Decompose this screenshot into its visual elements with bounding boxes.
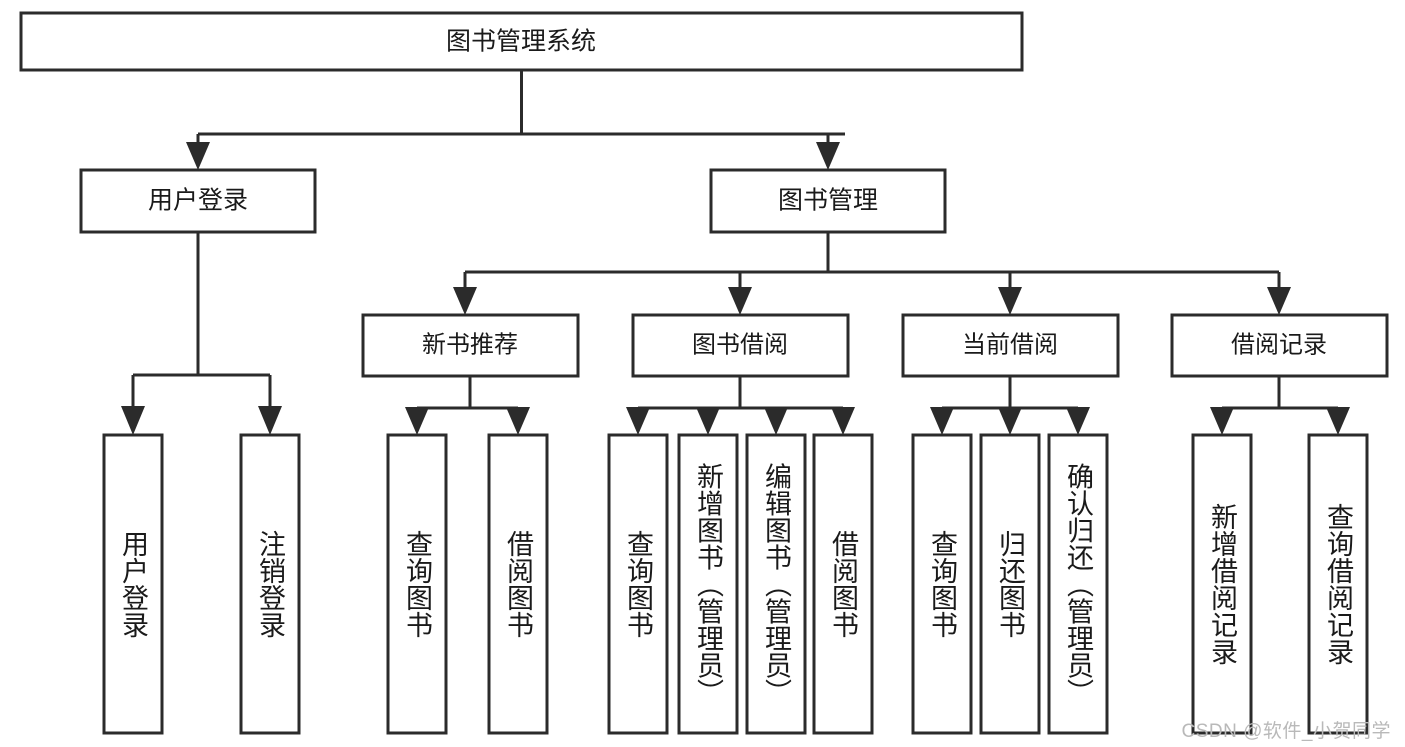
node-user-login-label: 用户登录 xyxy=(148,187,248,215)
arrowhead-book-manage xyxy=(816,142,840,170)
leaf-currentborrow-confirm-return-label: 确认归还（管理员） xyxy=(1063,462,1094,705)
leaf-node[interactable]: 查询图书 xyxy=(386,433,448,735)
leaf-bookborrow-add-book-label: 新增图书（管理员） xyxy=(693,462,724,705)
leaf-bookborrow-borrow-book-label: 借阅图书 xyxy=(828,530,859,638)
leaf-borrowrecord-add-record-label: 新增借阅记录 xyxy=(1207,503,1238,665)
connector-layer xyxy=(121,70,1350,435)
leaf-node[interactable]: 查询借阅记录 xyxy=(1307,433,1369,735)
arrowhead-bookborrow-leaf-3 xyxy=(764,407,788,435)
node-user-login[interactable]: 用户登录 xyxy=(79,168,317,234)
node-book-borrow-box[interactable] xyxy=(631,313,850,378)
leaf-node[interactable]: 归还图书 xyxy=(979,433,1041,735)
leaf-node[interactable]: 查询图书 xyxy=(911,433,973,735)
node-new-book-recommend-box[interactable] xyxy=(361,313,580,378)
leaf-currentborrow-confirm-return-box[interactable] xyxy=(1047,433,1109,735)
leaf-newbook-borrow-book-box[interactable] xyxy=(487,433,549,735)
leaf-bookborrow-edit-book-box[interactable] xyxy=(745,433,807,735)
node-borrow-record[interactable]: 借阅记录 xyxy=(1170,313,1389,378)
node-book-borrow[interactable]: 图书借阅 xyxy=(631,313,850,378)
leaf-node[interactable]: 注销登录 xyxy=(239,433,301,735)
leaf-user-login-label: 用户登录 xyxy=(118,530,149,638)
arrowhead-borrow-record xyxy=(1267,287,1291,315)
leaf-node[interactable]: 新增图书（管理员） xyxy=(677,433,739,735)
node-user-login-box[interactable] xyxy=(79,168,317,234)
leaf-currentborrow-return-book-box[interactable] xyxy=(979,433,1041,735)
arrowhead-bookborrow-leaf-4 xyxy=(831,407,855,435)
arrowhead-current-borrow xyxy=(998,287,1022,315)
leaf-node[interactable]: 确认归还（管理员） xyxy=(1047,433,1109,735)
arrowhead-newbook-leaf-1 xyxy=(405,407,429,435)
leaf-bookborrow-borrow-book-box[interactable] xyxy=(812,433,874,735)
arrowhead-bookborrow-leaf-2 xyxy=(696,407,720,435)
node-book-manage-label: 图书管理 xyxy=(778,187,878,215)
leaf-bookborrow-add-book-box[interactable] xyxy=(677,433,739,735)
leaf-bookborrow-query-book-box[interactable] xyxy=(607,433,669,735)
leaf-newbook-query-book-box[interactable] xyxy=(386,433,448,735)
arrowhead-newbook-leaf-2 xyxy=(506,407,530,435)
node-root-label: 图书管理系统 xyxy=(446,28,596,56)
leaf-borrowrecord-add-record-box[interactable] xyxy=(1191,433,1253,735)
leaf-borrowrecord-query-record-box[interactable] xyxy=(1307,433,1369,735)
node-new-book-recommend-label: 新书推荐 xyxy=(422,331,518,358)
arrowhead-borrowrecord-leaf-1 xyxy=(1210,407,1234,435)
node-new-book-recommend[interactable]: 新书推荐 xyxy=(361,313,580,378)
node-borrow-record-label: 借阅记录 xyxy=(1231,331,1327,358)
node-current-borrow-box[interactable] xyxy=(901,313,1120,378)
leaf-user-login-box[interactable] xyxy=(102,433,164,735)
node-book-manage[interactable]: 图书管理 xyxy=(709,168,947,234)
arrowhead-borrowrecord-leaf-2 xyxy=(1326,407,1350,435)
leaf-node[interactable]: 新增借阅记录 xyxy=(1191,433,1253,735)
leaf-logout-label: 注销登录 xyxy=(255,530,286,638)
leaf-currentborrow-query-book-box[interactable] xyxy=(911,433,973,735)
arrowhead-user-login xyxy=(186,142,210,170)
leaf-node[interactable]: 用户登录 xyxy=(102,433,164,735)
leaf-currentborrow-return-book-label: 归还图书 xyxy=(995,530,1026,638)
arrowhead-leaf-user-login xyxy=(121,406,145,435)
arrowhead-bookborrow-leaf-1 xyxy=(626,407,650,435)
leaf-node[interactable]: 查询图书 xyxy=(607,433,669,735)
arrowhead-currentborrow-leaf-3 xyxy=(1066,407,1090,435)
leaf-node[interactable]: 借阅图书 xyxy=(487,433,549,735)
node-root[interactable]: 图书管理系统 xyxy=(19,11,1024,72)
node-borrow-record-box[interactable] xyxy=(1170,313,1389,378)
leaf-newbook-borrow-book-label: 借阅图书 xyxy=(503,530,534,638)
node-book-borrow-label: 图书借阅 xyxy=(692,331,788,358)
leaf-bookborrow-edit-book-label: 编辑图书（管理员） xyxy=(761,462,792,705)
leaf-node[interactable]: 编辑图书（管理员） xyxy=(745,433,807,735)
node-current-borrow-label: 当前借阅 xyxy=(962,331,1058,358)
leaf-bookborrow-query-book-label: 查询图书 xyxy=(623,530,654,638)
leaf-borrowrecord-query-record-label: 查询借阅记录 xyxy=(1323,503,1354,665)
arrowhead-book-borrow xyxy=(728,287,752,315)
node-book-manage-box[interactable] xyxy=(709,168,947,234)
arrowhead-currentborrow-leaf-1 xyxy=(930,407,954,435)
leaf-newbook-query-book-label: 查询图书 xyxy=(402,530,433,638)
node-current-borrow[interactable]: 当前借阅 xyxy=(901,313,1120,378)
node-root-box[interactable] xyxy=(19,11,1024,72)
arrowhead-leaf-logout xyxy=(258,406,282,435)
leaf-currentborrow-query-book-label: 查询图书 xyxy=(927,530,958,638)
csdn-watermark: CSDN @软件_小贺同学 xyxy=(1181,721,1391,742)
leaf-logout-box[interactable] xyxy=(239,433,301,735)
leaf-node[interactable]: 借阅图书 xyxy=(812,433,874,735)
arrowhead-currentborrow-leaf-2 xyxy=(998,407,1022,435)
arrowhead-new-book-recommend xyxy=(453,287,477,315)
